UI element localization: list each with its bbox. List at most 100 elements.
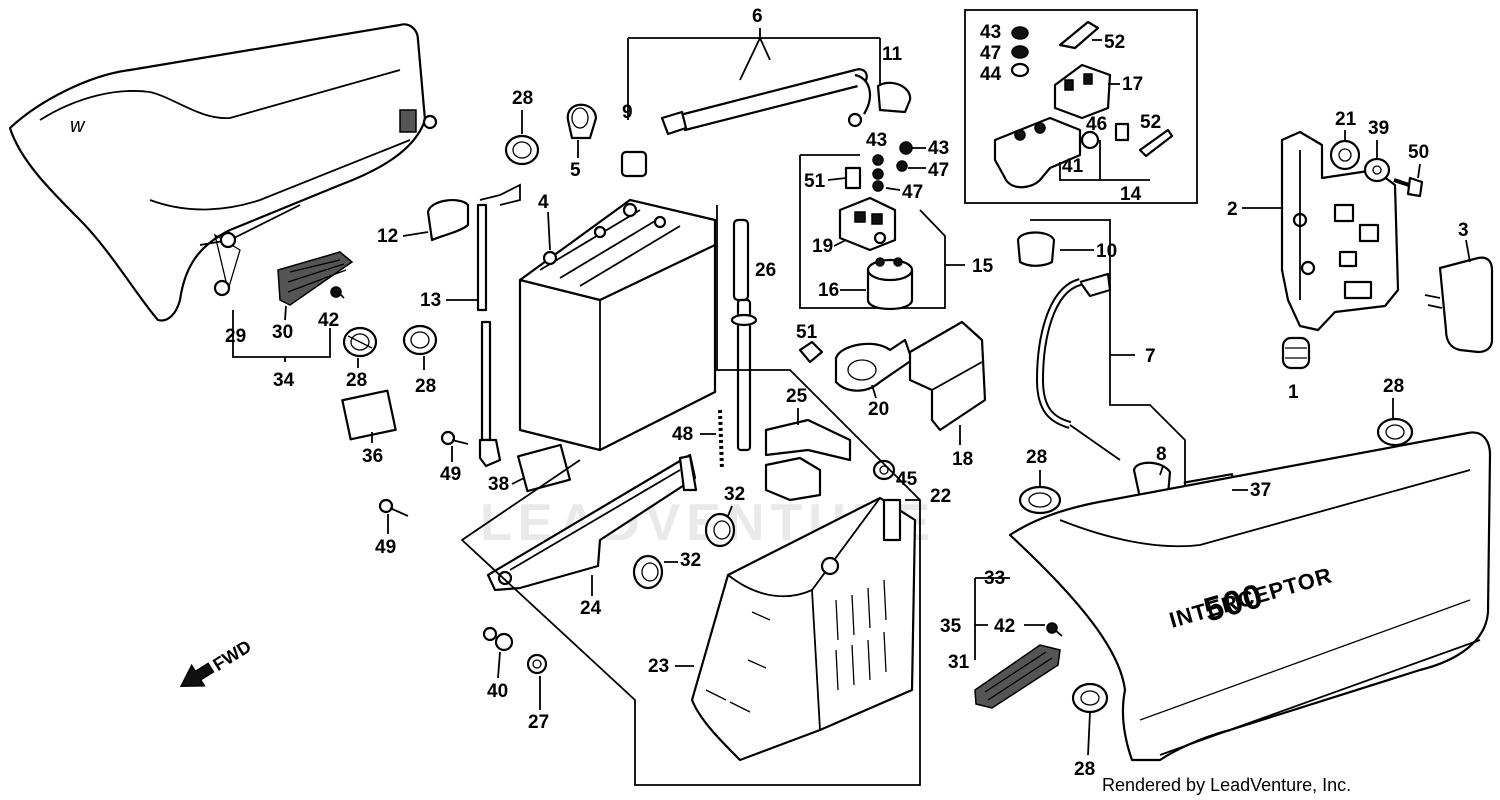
label-46: 46 (1086, 114, 1107, 135)
terminal-cap-10 (1016, 231, 1056, 267)
label-39: 39 (1368, 118, 1389, 139)
label-29: 29 (225, 326, 246, 347)
label-33: 33 (984, 568, 1005, 589)
label-36: 36 (362, 446, 383, 467)
label-18: 18 (952, 449, 973, 470)
label-11: 11 (882, 44, 903, 65)
label-34: 34 (273, 370, 295, 391)
bracket-20 (834, 338, 914, 392)
grommet-28-right-a (1018, 485, 1062, 515)
label-38 (516, 443, 572, 493)
label-28-bottom: 28 (1074, 759, 1095, 780)
label-1: 1 (1288, 382, 1299, 403)
label-2: 2 (1227, 199, 1238, 220)
clip-25 (764, 418, 852, 502)
part-number-labels: 1 2 3 4 5 6 7 8 9 10 11 12 13 14 15 16 1… (225, 6, 1471, 780)
label-37: 37 (1250, 480, 1271, 501)
label-6: 6 (752, 6, 763, 27)
label-7: 7 (1145, 346, 1156, 367)
label-31: 31 (948, 652, 970, 673)
terminal-52-a (1058, 20, 1100, 50)
bracket-2 (1280, 130, 1400, 332)
cable-6 (660, 68, 912, 136)
label-10: 10 (1096, 241, 1117, 262)
label-47-b: 47 (902, 182, 923, 203)
grommet-28-right-b (1376, 417, 1414, 447)
label-51-a: 51 (804, 171, 826, 192)
screw-42-left (330, 286, 345, 299)
label-47-a: 47 (928, 160, 949, 181)
relay-17 (1053, 63, 1112, 120)
label-28-left-b: 28 (415, 376, 436, 397)
label-43-a: 43 (866, 130, 887, 151)
grommet-28-bottom (1071, 682, 1109, 714)
washers-43-47-outside (872, 141, 913, 192)
leader-22 (460, 205, 921, 786)
reflector-30 (277, 251, 354, 306)
leader-34 (232, 310, 331, 362)
reflector-3 (1424, 256, 1494, 354)
label-13: 13 (420, 290, 441, 311)
credit-text: Rendered by LeadVenture, Inc. (1102, 775, 1351, 795)
label-20: 20 (868, 399, 889, 420)
label-45: 45 (896, 469, 918, 490)
label-51-b: 51 (796, 322, 818, 343)
strap-48 (718, 409, 724, 471)
label-32-b: 32 (680, 550, 701, 571)
label-30: 30 (272, 322, 293, 343)
rubber-32-b (632, 554, 664, 590)
screw-42-right (1046, 622, 1063, 637)
left-side-cover: w (8, 23, 438, 322)
label-16: 16 (818, 280, 839, 301)
washer-39 (1363, 157, 1391, 183)
label-23: 23 (648, 656, 669, 677)
fwd-arrow: FWD (179, 636, 255, 687)
label-41: 41 (1062, 156, 1084, 177)
nut-40 (482, 626, 514, 652)
battery-case-23 (690, 496, 917, 762)
fuse-holder-9 (620, 150, 648, 178)
label-52-b: 52 (1140, 112, 1161, 133)
label-47-inset: 47 (980, 43, 1001, 64)
label-14: 14 (1120, 184, 1142, 205)
inset-14 (964, 9, 1198, 204)
grommet-28-top (504, 134, 540, 166)
label-4: 4 (538, 192, 549, 213)
nut-45 (872, 459, 896, 481)
leader-15 (799, 154, 965, 309)
label-44: 44 (980, 64, 1002, 85)
leader-6 (627, 28, 881, 120)
label-28-right-a: 28 (1026, 447, 1047, 468)
right-side-cover: INTERCEPTOR 500 (1008, 431, 1492, 762)
label-43-b: 43 (928, 138, 949, 159)
terminal-cap-12 (426, 198, 470, 242)
terminal-52-b (1138, 128, 1174, 158)
label-22: 22 (930, 486, 951, 507)
label-28-left-a: 28 (346, 370, 367, 391)
rubber-32-a (704, 512, 736, 548)
label-38: 38 (488, 474, 509, 495)
label-17: 17 (1122, 74, 1143, 95)
label-32-a: 32 (724, 484, 745, 505)
clamp-5 (566, 103, 598, 140)
label-27: 27 (528, 712, 549, 733)
grommet-28-left-a (342, 326, 378, 358)
battery-4 (518, 198, 717, 452)
label-49-b: 49 (375, 537, 396, 558)
bolt-49-a (440, 430, 469, 446)
label-42-right: 42 (994, 616, 1015, 637)
label-42-left: 42 (318, 310, 339, 331)
label-43-inset: 43 (980, 22, 1001, 43)
label-28-right-b: 28 (1383, 376, 1404, 397)
battery-holder-24 (486, 453, 698, 592)
label-26: 26 (755, 260, 776, 281)
label-19: 19 (812, 236, 833, 257)
label-35: 35 (940, 616, 962, 637)
relay-16 (866, 257, 914, 310)
leader-14 (1059, 140, 1150, 181)
label-28-top: 28 (512, 88, 533, 109)
collar-21 (1329, 139, 1361, 171)
nut-27 (526, 653, 548, 675)
cover-18 (908, 320, 987, 432)
label-8: 8 (1156, 444, 1167, 465)
